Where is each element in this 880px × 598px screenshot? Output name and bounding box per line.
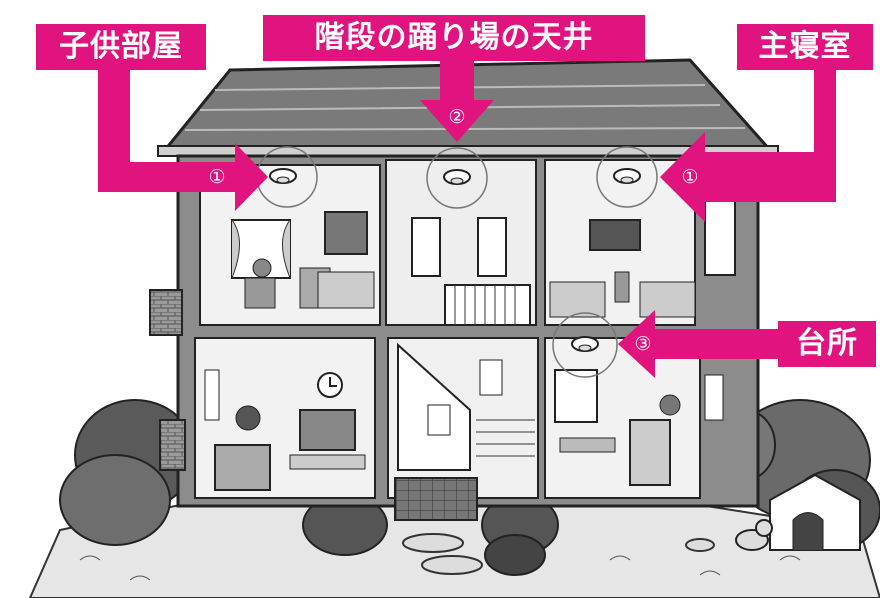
marker-kids-room: ① (208, 166, 226, 188)
room-living (194, 337, 376, 499)
smoke-detector-master (596, 146, 658, 208)
marker-kitchen: ③ (634, 333, 652, 355)
label-master-bedroom: 主寝室 (737, 24, 873, 70)
marker-landing: ② (448, 106, 466, 128)
arrow-master-bedroom (660, 64, 836, 222)
arrow-landing (420, 60, 494, 142)
arrow-kitchen (618, 310, 780, 378)
room-master (544, 159, 736, 326)
smoke-detector-landing (426, 147, 488, 209)
doghouse-icon (769, 473, 861, 551)
room-kitchen (544, 337, 724, 499)
room-stairwell (387, 337, 539, 521)
clock-icon (317, 372, 343, 398)
label-kids-room: 子供部屋 (36, 24, 206, 70)
arrow-kids-room (98, 40, 268, 211)
stepping-stones (402, 533, 715, 575)
label-kitchen: 台所 (778, 321, 876, 367)
marker-master-bedroom: ① (681, 166, 699, 188)
dog-icon (735, 519, 773, 551)
room-landing (385, 159, 537, 326)
smoke-detector-kitchen (552, 312, 618, 378)
label-landing-ceiling: 階段の踊り場の天井 (263, 15, 645, 61)
